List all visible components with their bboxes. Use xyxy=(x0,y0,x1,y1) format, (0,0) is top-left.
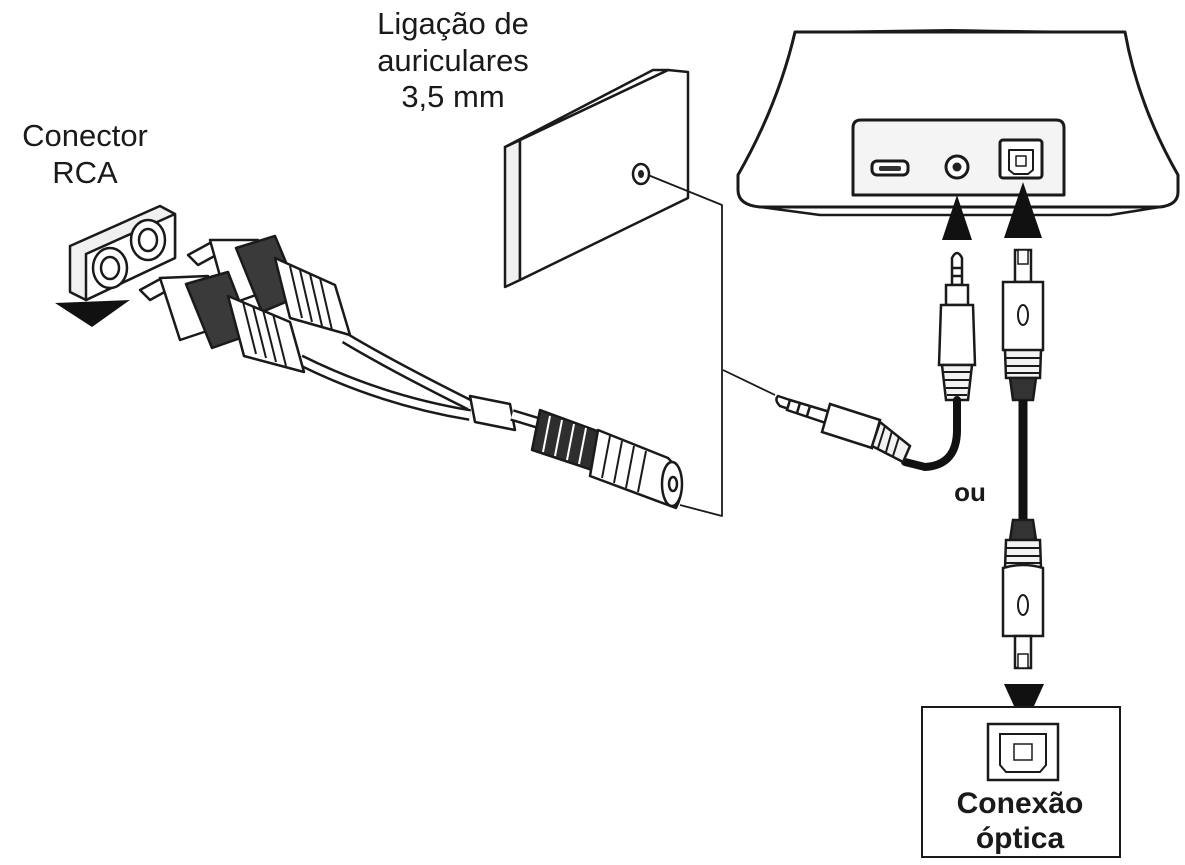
headphone-label-line2: auriculares xyxy=(377,42,529,78)
or-label: ou xyxy=(954,477,986,507)
rca-label-line1: Conector xyxy=(22,118,148,153)
optical-label-line1: Conexão xyxy=(956,787,1084,820)
optical-cable xyxy=(1001,248,1045,402)
headphone-connection-label: Ligação de auriculares 3,5 mm xyxy=(338,6,568,116)
optical-label-line2: óptica xyxy=(975,821,1065,855)
rca-connector-label: Conector RCA xyxy=(0,118,170,191)
rca-y-cable xyxy=(138,234,684,510)
aux-cable-horizontal xyxy=(775,394,912,464)
arrow-rca-icon xyxy=(55,300,130,327)
headphone-label-line1: Ligação de xyxy=(377,6,529,41)
arrow-optical-icon xyxy=(1004,182,1042,238)
headphone-label-line3: 3,5 mm xyxy=(401,79,505,115)
aux-cable-wire xyxy=(901,396,961,472)
optical-cable-bottom-plug xyxy=(1001,518,1045,670)
rca-label-line2: RCA xyxy=(52,154,118,190)
headphone-socket-box xyxy=(503,68,776,517)
optical-input-box xyxy=(921,706,1121,858)
audio-device xyxy=(736,29,1180,217)
aux-cable-vertical xyxy=(937,251,977,402)
arrow-aux-icon xyxy=(942,195,972,240)
optical-connection-label: Conexão óptica xyxy=(925,787,1115,856)
rca-socket-plate xyxy=(68,204,177,302)
